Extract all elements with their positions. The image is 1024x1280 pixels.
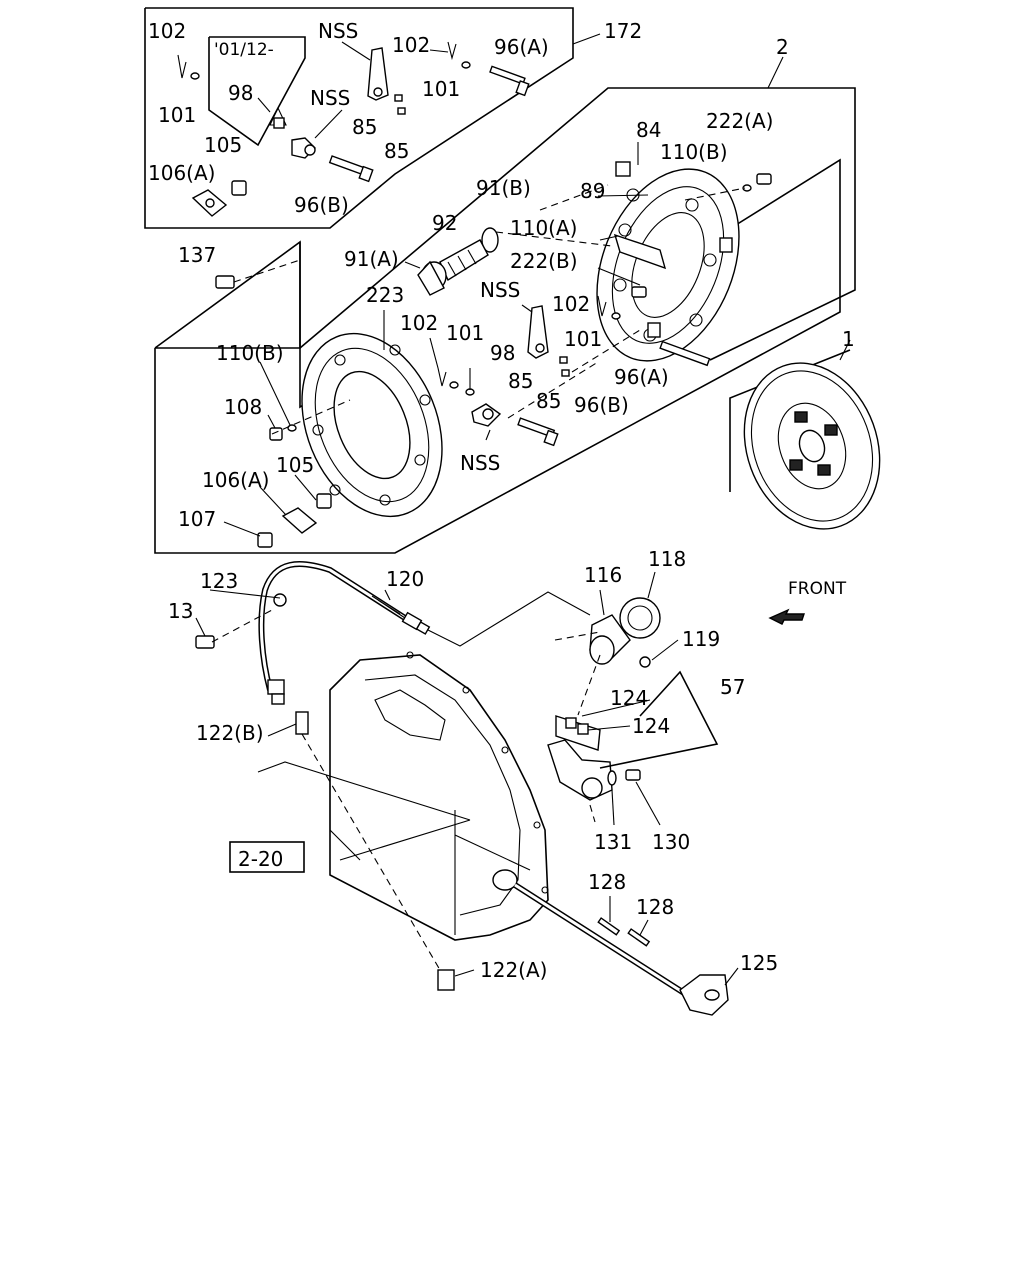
label-2-20: 2-20 (238, 847, 283, 871)
label-96a: 96(A) (614, 365, 669, 389)
label-57: 57 (720, 675, 745, 699)
label-108: 108 (224, 395, 262, 419)
label-85: 85 (536, 389, 561, 413)
label-125: 125 (740, 951, 778, 975)
hose-guide-line (427, 591, 591, 647)
release-bearing (589, 597, 661, 668)
label-130: 130 (652, 830, 690, 854)
label-85: 85 (384, 139, 409, 163)
label-110a: 110(A) (510, 216, 577, 240)
label-102: 102 (400, 311, 438, 335)
label-92: 92 (432, 211, 457, 235)
label-84: 84 (636, 118, 661, 142)
label-85: 85 (508, 369, 533, 393)
cover-bolts (437, 295, 621, 447)
label-107: 107 (178, 507, 216, 531)
label-172: 172 (604, 19, 642, 43)
label-101: 101 (564, 327, 602, 351)
label-131: 131 (594, 830, 632, 854)
label-98: 98 (490, 341, 515, 365)
label-96b: 96(B) (574, 393, 629, 417)
label-nss: NSS (460, 451, 500, 475)
label-105: 105 (276, 453, 314, 477)
label-1: 1 (842, 327, 855, 351)
label-102: 102 (552, 292, 590, 316)
label-101: 101 (446, 321, 484, 345)
leader-lines (195, 41, 739, 986)
group-172-frame (144, 7, 601, 229)
label-118: 118 (648, 547, 686, 571)
label-106a: 106(A) (148, 161, 215, 185)
label-128: 128 (636, 895, 674, 919)
front-arrow (768, 608, 805, 625)
release-sleeve (215, 227, 499, 296)
flywheel-housing (257, 651, 549, 991)
reference-2-20-box (229, 841, 305, 873)
label-85: 85 (352, 115, 377, 139)
label-nss: NSS (310, 86, 350, 110)
label-222a: 222(A) (706, 109, 773, 133)
label-123: 123 (200, 569, 238, 593)
label-128: 128 (588, 870, 626, 894)
label-nss: NSS (480, 278, 520, 302)
label-101: 101 (158, 103, 196, 127)
label-date-note: '01/12- (214, 40, 274, 60)
label-91a: 91(A) (344, 247, 399, 271)
label-front: FRONT (788, 579, 847, 599)
label-13: 13 (168, 599, 193, 623)
label-98: 98 (228, 81, 253, 105)
label-105: 105 (204, 133, 242, 157)
label-110b: 110(B) (216, 341, 284, 365)
label-116: 116 (584, 563, 622, 587)
label-96b: 96(B) (294, 193, 349, 217)
pressure-plate (596, 161, 772, 367)
hydraulic-hose (195, 561, 431, 735)
release-fork (547, 670, 719, 801)
label-102: 102 (148, 19, 186, 43)
cross-shaft (513, 882, 729, 1016)
label-137: 137 (178, 243, 216, 267)
label-106a: 106(A) (202, 468, 269, 492)
label-124: 124 (632, 714, 670, 738)
label-122a: 122(A) (480, 958, 547, 982)
label-2: 2 (776, 35, 789, 59)
label-120: 120 (386, 567, 424, 591)
label-223: 223 (366, 283, 404, 307)
label-124: 124 (610, 686, 648, 710)
assembly-lines (211, 184, 746, 971)
label-119: 119 (682, 627, 720, 651)
label-222b: 222(B) (510, 249, 578, 273)
label-nss: NSS (318, 19, 358, 43)
part-labels: 172 102 '01/12- NSS 102 96(A) 101 98 NSS… (148, 19, 855, 982)
label-102: 102 (392, 33, 430, 57)
label-122b: 122(B) (196, 721, 264, 745)
clutch-disc (743, 362, 881, 530)
label-96a: 96(A) (494, 35, 549, 59)
clutch-cover (257, 332, 443, 548)
label-110b: 110(B) (660, 140, 728, 164)
top-box-parts (177, 41, 530, 217)
label-91b: 91(B) (476, 176, 531, 200)
label-89: 89 (580, 179, 605, 203)
label-101: 101 (422, 77, 460, 101)
